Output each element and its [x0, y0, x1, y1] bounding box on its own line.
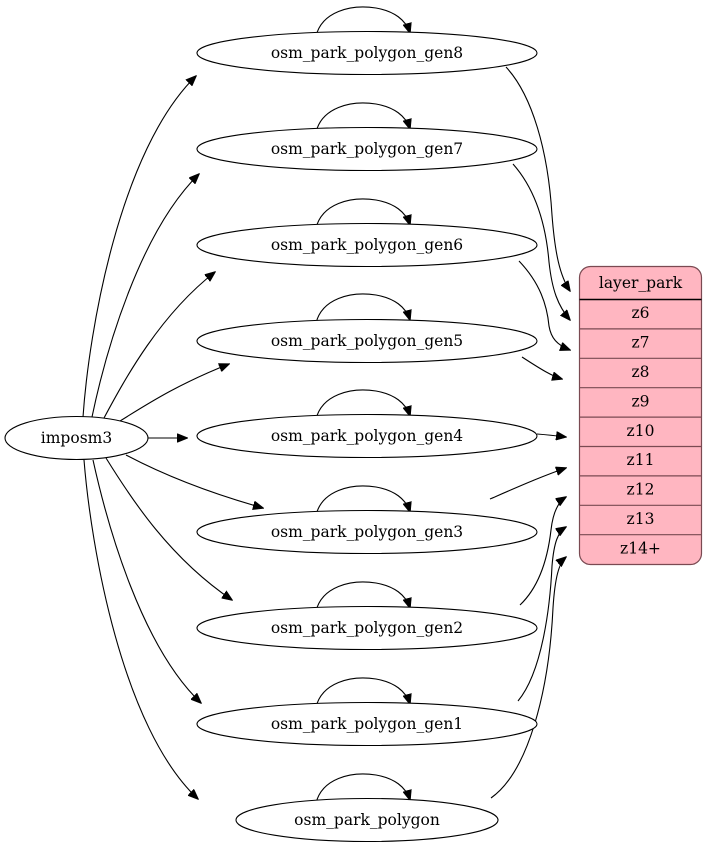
edge-imposm3-to-gen3: [125, 454, 263, 508]
gen7-ellipse[interactable]: [196, 126, 538, 172]
table-shell: [578, 265, 703, 566]
gen8-ellipse[interactable]: [196, 30, 538, 76]
self-loop-gen2: [315, 581, 410, 612]
self-loop-gen4: [315, 389, 410, 420]
gen7-label: osm_park_polygon_gen7: [271, 140, 463, 158]
table-row[interactable]: z7: [579, 334, 702, 359]
table-row[interactable]: z11: [579, 451, 702, 477]
base-label: osm_park_polygon: [294, 811, 440, 829]
node-imposm3[interactable]: imposm3: [4, 415, 149, 461]
node-gen1[interactable]: osm_park_polygon_gen1: [196, 701, 538, 747]
row-label-z9: z9: [631, 392, 649, 410]
imposm3-label: imposm3: [41, 429, 112, 447]
node-gen3[interactable]: osm_park_polygon_gen3: [196, 509, 538, 555]
self-loop-gen1: [315, 677, 410, 708]
edge-gen2-to-z12: [519, 497, 566, 606]
table-row[interactable]: z12: [579, 481, 702, 506]
table-header-label: layer_park: [599, 274, 683, 292]
edges-from-imposm3: [82, 76, 263, 799]
row-label-z7: z7: [631, 334, 649, 352]
table-row[interactable]: z10: [579, 422, 702, 448]
edge-gen1-to-z13: [517, 527, 566, 702]
node-gen6[interactable]: osm_park_polygon_gen6: [196, 222, 538, 268]
table-row[interactable]: z13: [579, 510, 702, 536]
node-gen5[interactable]: osm_park_polygon_gen5: [196, 318, 538, 364]
edge-gen8-to-z6: [505, 66, 570, 291]
row-label-z12: z12: [627, 481, 655, 499]
gen4-label: osm_park_polygon_gen4: [271, 427, 463, 445]
gen2-label: osm_park_polygon_gen2: [271, 619, 463, 637]
row-label-z13: z13: [627, 510, 655, 528]
node-gen4[interactable]: osm_park_polygon_gen4: [196, 413, 538, 459]
self-loop-gen6: [315, 198, 410, 229]
self-loop-gen7: [315, 102, 410, 133]
gen3-ellipse[interactable]: [196, 509, 538, 555]
layer-park-table[interactable]: layer_park z6 z7 z8 z9 z10 z11 z12: [578, 265, 703, 566]
table-row[interactable]: z14+: [620, 539, 661, 557]
edge-imposm3-to-base: [83, 459, 198, 799]
node-base[interactable]: osm_park_polygon: [235, 797, 499, 843]
gen6-ellipse[interactable]: [196, 222, 538, 268]
self-loop-gen8: [315, 6, 410, 37]
table-row[interactable]: z6: [579, 304, 702, 330]
self-loop-base: [315, 773, 410, 804]
gen1-label: osm_park_polygon_gen1: [271, 715, 463, 733]
row-label-z10: z10: [627, 422, 655, 440]
gen6-label: osm_park_polygon_gen6: [271, 236, 463, 254]
row-label-z6: z6: [631, 304, 649, 322]
self-loop-gen5: [315, 293, 410, 324]
node-gen8[interactable]: osm_park_polygon_gen8: [196, 30, 538, 76]
edge-imposm3-to-gen6: [103, 272, 215, 419]
self-loop-edges: [315, 6, 410, 804]
gen2-ellipse[interactable]: [196, 605, 538, 651]
imposm3-ellipse[interactable]: [4, 415, 149, 461]
edge-gen7-to-z7: [512, 163, 570, 320]
edge-gen4-to-z10: [536, 434, 566, 437]
edge-imposm3-to-gen5: [119, 364, 229, 422]
node-gen7[interactable]: osm_park_polygon_gen7: [196, 126, 538, 172]
edge-imposm3-to-gen1: [92, 459, 201, 703]
edge-imposm3-to-gen8: [82, 76, 196, 418]
gen4-ellipse[interactable]: [196, 413, 538, 459]
node-gen2[interactable]: osm_park_polygon_gen2: [196, 605, 538, 651]
edge-imposm3-to-gen7: [91, 174, 199, 418]
row-label-z14p: z14+: [620, 539, 661, 557]
edge-gen3-to-z11: [489, 468, 566, 500]
row-label-z8: z8: [631, 363, 649, 381]
edge-gen5-to-z9: [521, 356, 562, 379]
self-loop-gen3: [315, 485, 410, 516]
row-label-z11: z11: [627, 451, 655, 469]
base-ellipse[interactable]: [235, 797, 499, 843]
edge-gen6-to-z8: [518, 260, 570, 350]
edge-base-to-z14p: [490, 557, 566, 799]
gen3-label: osm_park_polygon_gen3: [271, 523, 463, 541]
gen5-label: osm_park_polygon_gen5: [271, 332, 463, 350]
gen8-label: osm_park_polygon_gen8: [271, 44, 463, 62]
table-row[interactable]: z9: [579, 392, 702, 418]
edges-to-layer-park: [489, 66, 570, 799]
gen5-ellipse[interactable]: [196, 318, 538, 364]
table-header-row: layer_park: [579, 274, 702, 301]
gen1-ellipse[interactable]: [196, 701, 538, 747]
edge-imposm3-to-gen2: [105, 457, 232, 600]
table-row[interactable]: z8: [579, 363, 702, 389]
